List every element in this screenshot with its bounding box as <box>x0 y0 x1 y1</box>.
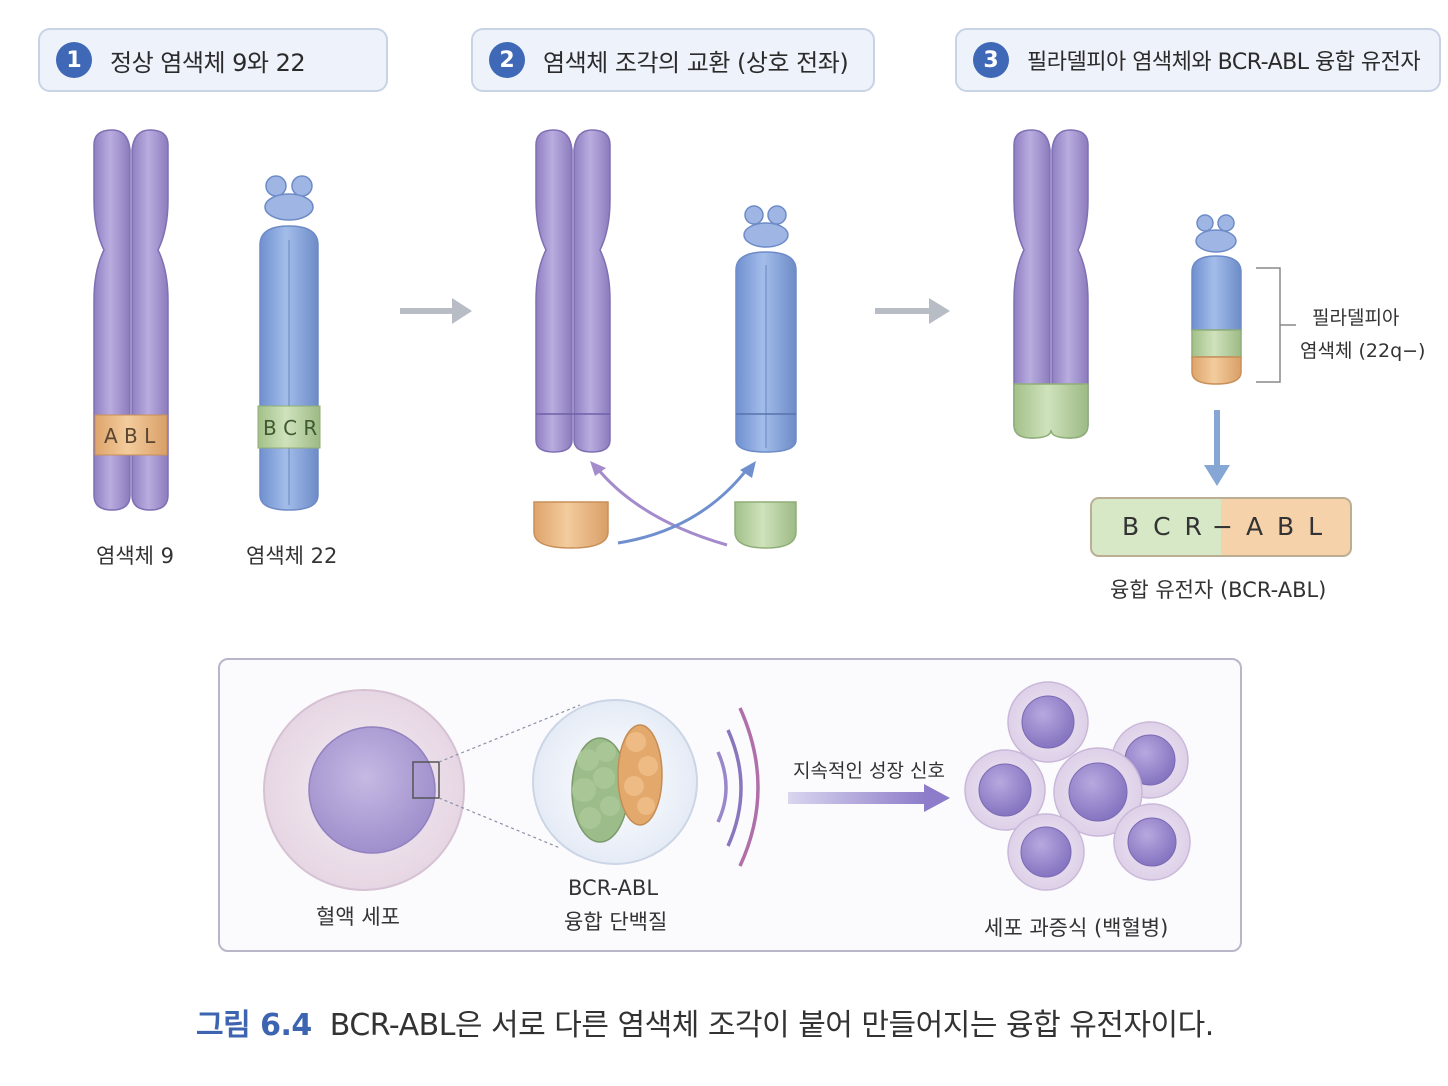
fusion-abl-text: A B L <box>1246 512 1326 541</box>
step-1-label: 정상 염색체 9와 22 <box>110 48 306 77</box>
blood-cell-label: 혈액 세포 <box>316 905 400 929</box>
philadelphia-chromosome <box>1191 214 1242 385</box>
proliferation-label: 세포 과증식 (백혈병) <box>984 916 1169 940</box>
chromosome-9 <box>93 129 169 511</box>
chromosome-22-broken <box>735 205 797 453</box>
fusion-dash-text: − <box>1212 512 1233 541</box>
step-2-number: 2 <box>489 42 525 78</box>
philadelphia-label-line2: 염색체 (22q−) <box>1300 340 1426 362</box>
step-2-label: 염색체 조각의 교환 (상호 전좌) <box>543 48 849 77</box>
blood-cell <box>263 689 465 891</box>
arrow-down-icon <box>1204 410 1230 486</box>
step-3-label: 필라델피아 염색체와 BCR-ABL 융합 유전자 <box>1027 50 1421 75</box>
bcr-band-label: B C R <box>263 416 318 440</box>
bcr-fragment <box>734 501 797 549</box>
chromosome-22-label: 염색체 22 <box>246 544 338 568</box>
zoom-lines <box>438 704 581 849</box>
fusion-bcr-text: B C R <box>1122 512 1205 541</box>
signal-label: 지속적인 성장 신호 <box>793 760 945 782</box>
derivative-chromosome-9 <box>1013 129 1089 439</box>
fusion-gene-bar <box>1090 497 1352 557</box>
signal-waves-icon <box>716 707 760 867</box>
figure-number: 그림 6.4 <box>196 1008 312 1043</box>
signal-arrow <box>788 784 950 812</box>
arrow-right-icon <box>400 298 472 324</box>
step-1-box: 1 정상 염색체 9와 22 <box>38 28 388 92</box>
philadelphia-label-line1: 필라델피아 <box>1312 307 1400 329</box>
step-1-number: 1 <box>56 42 92 78</box>
caption-text: BCR-ABL은 서로 다른 염색체 조각이 붙어 만들어지는 융합 유전자이다… <box>329 1008 1214 1043</box>
step-2-box: 2 염색체 조각의 교환 (상호 전좌) <box>471 28 875 92</box>
abl-fragment <box>533 501 609 549</box>
arrow-right-icon <box>875 298 950 324</box>
chromosome-22 <box>257 175 321 511</box>
step-3-box: 3 필라델피아 염색체와 BCR-ABL 융합 유전자 <box>955 28 1441 92</box>
step-3-number: 3 <box>973 42 1009 78</box>
protein-label-line2: 융합 단백질 <box>564 910 668 934</box>
exchange-arrows <box>590 461 756 547</box>
proliferating-cells <box>964 681 1191 891</box>
bracket <box>1256 267 1296 383</box>
chromosome-9-broken <box>535 129 611 453</box>
fusion-gene-label: 융합 유전자 (BCR-ABL) <box>1110 578 1327 602</box>
abl-band-label: A B L <box>104 424 156 448</box>
protein-label-line1: BCR-ABL <box>568 876 659 900</box>
figure-caption: 그림 6.4 BCR-ABL은 서로 다른 염색체 조각이 붙어 만들어지는 융합… <box>196 1000 1214 1044</box>
fusion-protein <box>532 699 698 865</box>
chromosome-9-label: 염색체 9 <box>96 544 174 568</box>
